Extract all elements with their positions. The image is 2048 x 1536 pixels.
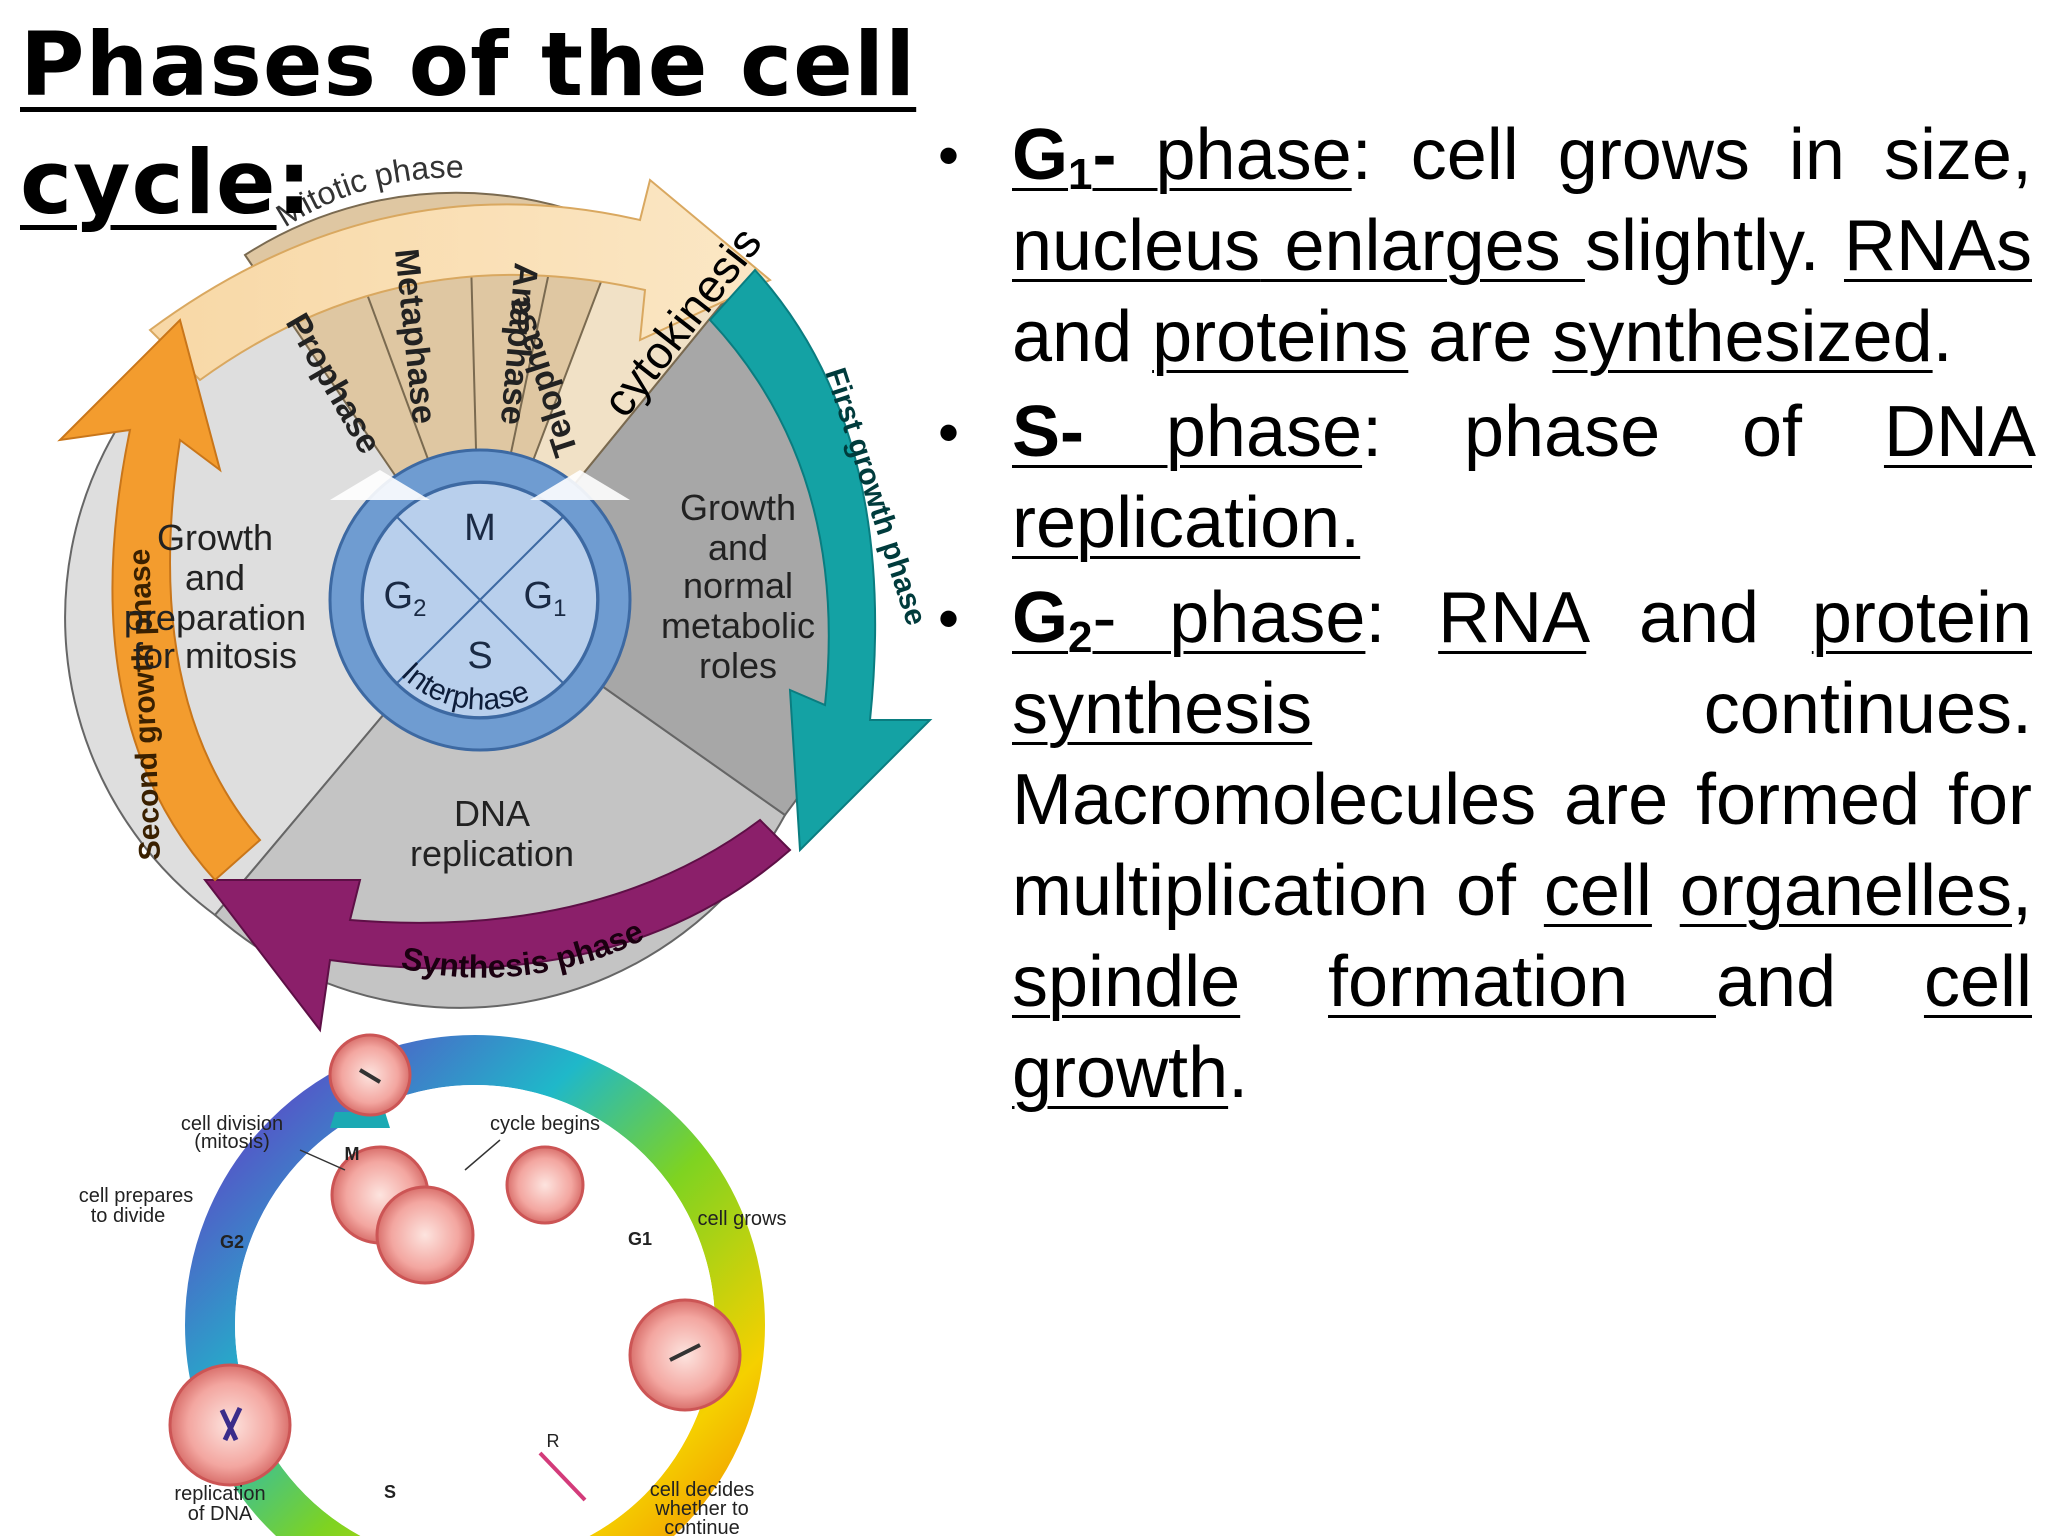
bullet-s-phase: S- phase: phase of DNA replication. (938, 387, 2032, 569)
hub-g2-label: G2 (384, 575, 427, 622)
hub-m-label: M (464, 507, 496, 549)
ring-track (185, 1035, 765, 1536)
ring-s-label: S (384, 1482, 396, 1502)
bullet-g2-phase: G2- phase: RNA and protein synthesis con… (938, 573, 2032, 1119)
svg-text:and: and (708, 527, 768, 568)
cycle-begins-label: cycle begins (490, 1113, 600, 1135)
bullet-list: G1- phase: cell grows in size, nucleus e… (938, 110, 2032, 1123)
svg-text:(mitosis): (mitosis) (194, 1131, 270, 1153)
svg-text:of DNA: of DNA (188, 1503, 253, 1525)
svg-text:roles: roles (699, 645, 777, 686)
title-line2: cycle (20, 131, 277, 234)
svg-text:DNA: DNA (454, 793, 530, 834)
svg-text:and: and (185, 557, 245, 598)
synthesis-arrow (202, 818, 792, 1033)
cell-g1-large (628, 1298, 742, 1412)
ring-m-label: M (345, 1144, 360, 1164)
cell-division-label: cell division (181, 1113, 283, 1135)
bullet-g1-phase: G1- phase: cell grows in size, nucleus e… (938, 110, 2032, 383)
svg-text:metabolic: metabolic (661, 605, 815, 646)
g1-description: Growth and normal metabolic roles (661, 487, 815, 686)
cell-dividing-2 (375, 1185, 475, 1285)
cell-prepares-label: cell prepares (79, 1185, 194, 1207)
cell-cycle-hub: M G2 G1 S Interphase (328, 448, 632, 752)
hub-s-label: S (467, 635, 492, 677)
cell-grows-label: cell grows (698, 1208, 787, 1230)
cell-cycle-ring: cell division (mitosis) cycle begins cel… (79, 1033, 787, 1536)
slide-title: Phases of the cell cycle: (20, 6, 920, 242)
svg-text:Growth: Growth (680, 487, 796, 528)
title-line1: Phases of the cell (20, 13, 917, 116)
svg-text:continue: continue (664, 1517, 740, 1536)
ring-g1-label: G1 (628, 1229, 652, 1249)
title-colon: : (276, 131, 313, 234)
ring-r-label: R (547, 1431, 560, 1451)
cell-cycle-diagram: Mitotic phase Synthesis phase First grow… (57, 149, 933, 1536)
g2-description: Growth and preparation for mitosis (124, 517, 306, 676)
first-growth-arrow (708, 268, 933, 853)
svg-text:Growth: Growth (157, 517, 273, 558)
svg-text:to divide: to divide (91, 1205, 166, 1227)
replication-of-dna-label: replication (174, 1483, 265, 1505)
svg-text:preparation: preparation (124, 597, 306, 638)
second-growth-arrow (57, 318, 262, 882)
svg-text:replication: replication (410, 833, 574, 874)
mitotic-phase-arrow (148, 178, 772, 382)
svg-text:normal: normal (683, 565, 793, 606)
hub-g1-label: G1 (524, 575, 567, 622)
cell-g1-small (505, 1145, 585, 1225)
svg-text:whether to: whether to (654, 1498, 748, 1520)
svg-text:for mitosis: for mitosis (133, 635, 297, 676)
s-description: DNA replication (410, 793, 574, 874)
ring-g2-label: G2 (220, 1232, 244, 1252)
cell-decides-label: cell decides (650, 1479, 755, 1501)
